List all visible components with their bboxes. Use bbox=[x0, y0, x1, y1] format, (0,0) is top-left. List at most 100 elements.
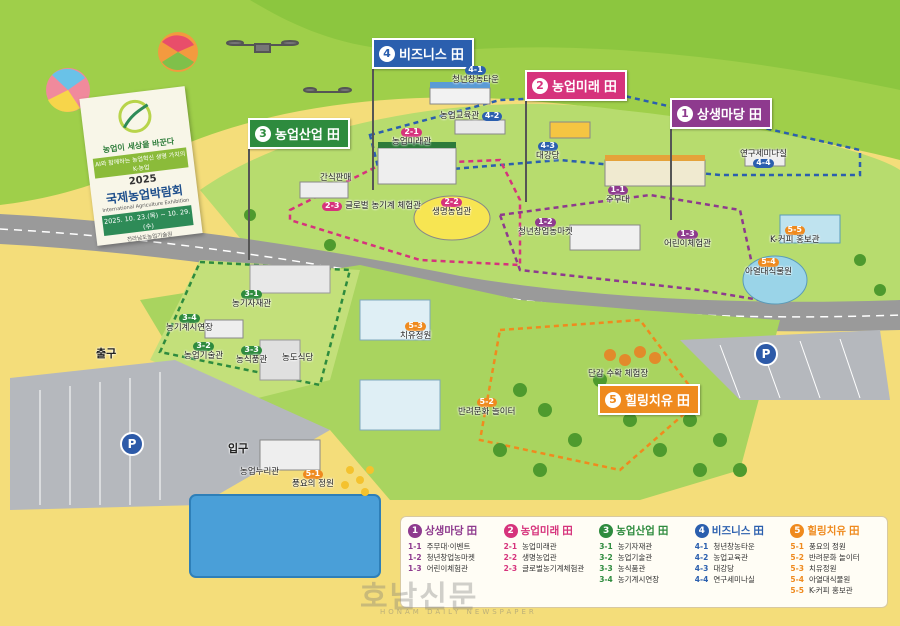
parking-west bbox=[10, 360, 330, 510]
zone-flag-2[interactable]: 2 농업미래 田 bbox=[525, 70, 627, 101]
pond-edge bbox=[189, 494, 381, 578]
orchard-label: 단감 수확 체험장 bbox=[588, 369, 649, 379]
zone-5-boundary bbox=[478, 318, 702, 472]
field-icon: 田 bbox=[657, 525, 669, 537]
field-icon: 田 bbox=[466, 525, 478, 537]
zone-flag-number: 4 bbox=[379, 45, 395, 62]
field-icon: 田 bbox=[753, 525, 764, 537]
trees bbox=[244, 209, 886, 477]
place-2-3[interactable]: 2-3 글로벌 농기계 체험관 bbox=[322, 201, 421, 212]
exhibition-banner: 농업이 세상을 바꾼다 AI와 함께하는 농업혁신 생명 가치의 K-농업 20… bbox=[79, 86, 203, 246]
newspaper-watermark-sub: HONAM DAILY NEWSPAPER bbox=[380, 608, 537, 616]
field-icon: 田 bbox=[326, 128, 340, 143]
orchard-trees bbox=[604, 346, 661, 366]
drones bbox=[226, 40, 352, 93]
place-4-2[interactable]: 농업교육관 4-2 bbox=[440, 111, 503, 122]
buildings bbox=[204, 82, 841, 471]
zone-flag-name: 농업산업 bbox=[275, 128, 323, 143]
field-icon: 田 bbox=[849, 525, 860, 537]
parking-east bbox=[680, 330, 890, 400]
zone-flag-number: 1 bbox=[677, 105, 693, 122]
zone-flag-name: 비즈니스 bbox=[399, 48, 447, 63]
flag-pole-4 bbox=[372, 60, 374, 190]
zone-flag-number: 2 bbox=[532, 77, 548, 94]
snack-stand-label: 간식판매 bbox=[320, 173, 352, 183]
zone-flag-name: 상생마당 bbox=[697, 108, 745, 123]
field-icon: 田 bbox=[748, 108, 762, 123]
zone-flag-number: 5 bbox=[605, 391, 621, 408]
sunflower-field bbox=[341, 466, 374, 496]
exit-gate[interactable]: 출구 bbox=[96, 347, 117, 360]
field-icon: 田 bbox=[450, 48, 464, 63]
flag-pole-1 bbox=[670, 120, 672, 220]
industry-area bbox=[150, 260, 360, 400]
flag-pole-3 bbox=[248, 140, 250, 260]
newspaper-watermark: 호남신문 bbox=[360, 580, 479, 615]
zone-flag-name: 농업미래 bbox=[552, 80, 600, 95]
zone-flag-4[interactable]: 4 비즈니스 田 bbox=[372, 38, 474, 69]
main-road bbox=[0, 214, 900, 332]
zone-flag-5[interactable]: 5 힐링치유 田 bbox=[598, 384, 700, 415]
zone-flag-number: 3 bbox=[255, 125, 271, 142]
field-icon: 田 bbox=[562, 525, 573, 537]
zone-flag-3[interactable]: 3 농업산업 田 bbox=[248, 118, 350, 149]
parking-icon[interactable]: P bbox=[754, 342, 778, 366]
field-icon: 田 bbox=[603, 80, 617, 95]
farm-restaurant-label: 농업누리관 bbox=[240, 467, 280, 477]
zone-flag-1[interactable]: 1 상생마당 田 bbox=[670, 98, 772, 129]
balloons bbox=[46, 32, 198, 112]
zone-flag-name: 힐링치유 bbox=[625, 394, 673, 409]
parking-icon[interactable]: P bbox=[120, 432, 144, 456]
upper-field-dark bbox=[250, 0, 900, 90]
entrance-gate[interactable]: 입구 bbox=[228, 442, 249, 455]
exhibition-logo bbox=[118, 99, 152, 133]
parking-stripes bbox=[39, 338, 861, 505]
pond bbox=[190, 495, 380, 577]
restaurant-label: 농도식당 bbox=[282, 353, 314, 363]
flag-pole-2 bbox=[525, 92, 527, 202]
